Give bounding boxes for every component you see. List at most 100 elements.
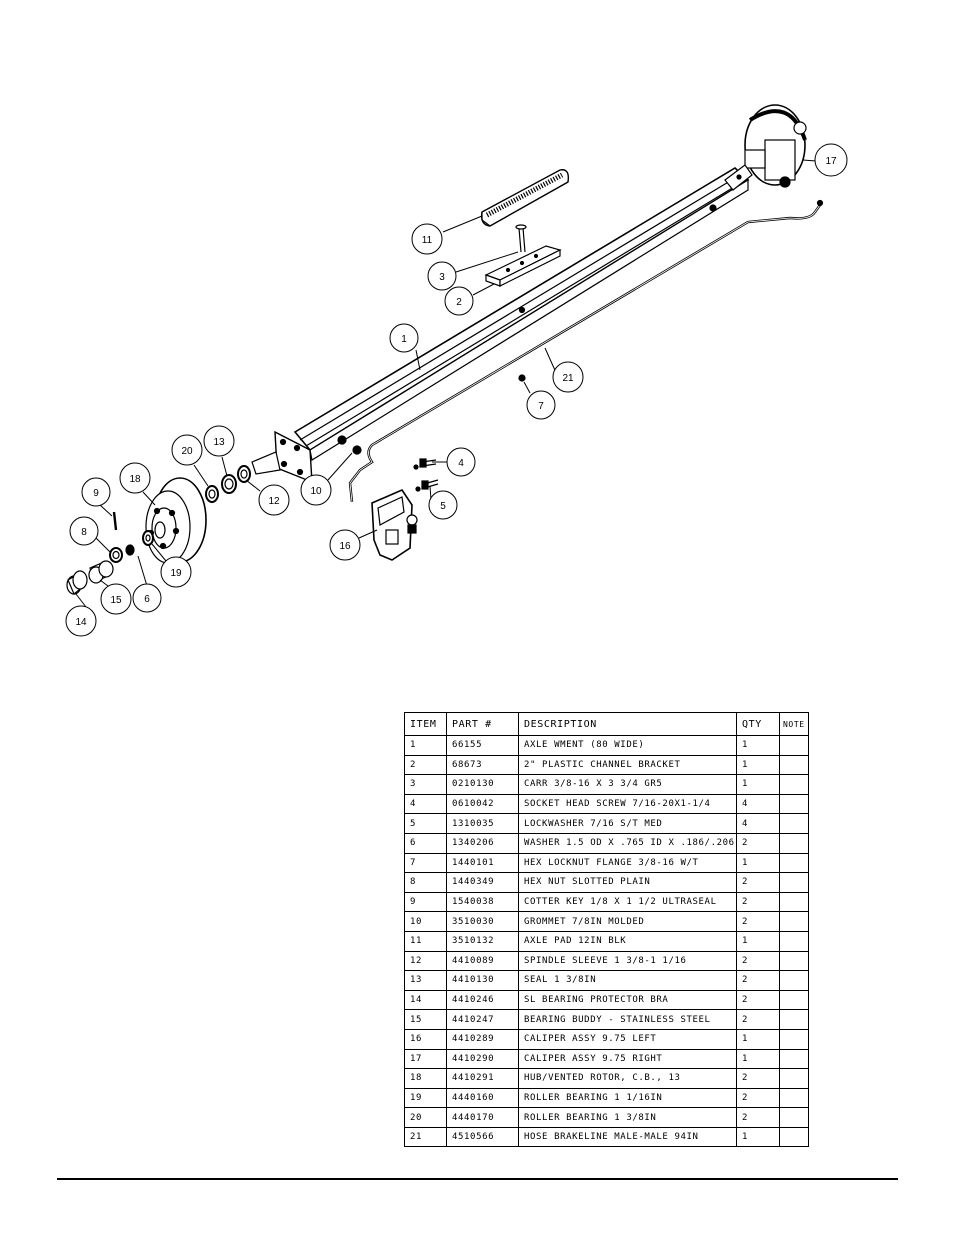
cell-item: 4 (404, 793, 447, 815)
cell-item: 21 (404, 1126, 447, 1148)
cell-part-number: 1310035 (446, 813, 519, 834)
carriage-bolt (515, 224, 527, 253)
cell-item: 13 (404, 970, 447, 991)
svg-text:12: 12 (268, 496, 280, 507)
cell-description: COTTER KEY 1/8 X 1 1/2 ULTRASEAL (518, 891, 737, 913)
cell-part-number: 0610042 (446, 793, 519, 815)
callout-9: 9 (81, 477, 111, 507)
cell-part-number: 1540038 (446, 891, 519, 913)
cell-description: SL BEARING PROTECTOR BRA (518, 989, 737, 1011)
cell-qty: 1 (736, 774, 780, 795)
callout-10: 10 (300, 474, 332, 506)
cell-item: 8 (404, 872, 447, 893)
cell-description: WASHER 1.5 OD X .765 ID X .186/.206 (518, 832, 737, 854)
channel-bracket (484, 245, 562, 287)
cell-description: GROMMET 7/8IN MOLDED (518, 911, 737, 932)
cell-part-number: 3510030 (446, 911, 519, 932)
callout-4: 4 (446, 447, 476, 477)
cell-description: ROLLER BEARING 1 1/16IN (518, 1087, 737, 1109)
cell-description: HEX NUT SLOTTED PLAIN (518, 872, 737, 893)
cell-note (779, 950, 809, 972)
callout-11: 11 (411, 223, 443, 255)
cell-qty: 4 (736, 813, 780, 834)
svg-text:4: 4 (458, 458, 464, 469)
cell-description: 2" PLASTIC CHANNEL BRACKET (518, 754, 737, 776)
cell-item: 14 (404, 989, 447, 1011)
svg-text:5: 5 (440, 501, 446, 512)
callout-5: 5 (428, 490, 458, 520)
svg-text:10: 10 (310, 486, 322, 497)
cell-description: ROLLER BEARING 1 3/8IN (518, 1107, 737, 1128)
left-caliper-assembly (371, 489, 418, 561)
cell-qty: 4 (736, 793, 780, 815)
svg-text:8: 8 (81, 527, 87, 538)
locknut-part (518, 374, 526, 382)
svg-text:2: 2 (456, 297, 462, 308)
left-spindle-flange (251, 430, 313, 484)
leader-lines (75, 159, 817, 608)
cell-description: BEARING BUDDY - STAINLESS STEEL (518, 1009, 737, 1030)
cell-qty: 2 (736, 1068, 780, 1089)
cell-note (779, 852, 809, 874)
cell-item: 7 (404, 852, 447, 874)
cell-description: HOSE BRAKELINE MALE-MALE 94IN (518, 1126, 737, 1148)
svg-text:15: 15 (110, 595, 122, 606)
cell-part-number: 4410289 (446, 1028, 519, 1050)
cell-note (779, 989, 809, 1011)
cell-note (779, 754, 809, 776)
cell-description: LOCKWASHER 7/16 S/T MED (518, 813, 737, 834)
cell-description: SEAL 1 3/8IN (518, 970, 737, 991)
cell-note (779, 1068, 809, 1089)
cell-item: 17 (404, 1048, 447, 1070)
header-item: ITEM (404, 712, 447, 736)
callout-3: 3 (427, 261, 457, 291)
cell-part-number: 4510566 (446, 1126, 519, 1148)
cell-item: 12 (404, 950, 447, 972)
svg-text:20: 20 (181, 446, 193, 457)
header-part-number: PART # (446, 712, 519, 736)
axle-pad (480, 169, 570, 227)
right-caliper-assembly (724, 104, 807, 191)
cell-item: 9 (404, 891, 447, 913)
cell-qty: 1 (736, 754, 780, 776)
callout-18: 18 (119, 462, 151, 494)
callout-8: 8 (69, 516, 99, 546)
cell-part-number: 4410130 (446, 970, 519, 991)
cell-qty: 1 (736, 930, 780, 952)
cell-description: HUB/VENTED ROTOR, C.B., 13 (518, 1068, 737, 1089)
cell-qty: 2 (736, 1009, 780, 1030)
cell-item: 6 (404, 832, 447, 854)
cell-part-number: 4440160 (446, 1087, 519, 1109)
cell-item: 2 (404, 754, 447, 776)
cell-description: AXLE PAD 12IN BLK (518, 930, 737, 952)
cell-note (779, 911, 809, 932)
cell-part-number: 1440349 (446, 872, 519, 893)
callout-12: 12 (258, 484, 290, 516)
cell-qty: 1 (736, 1028, 780, 1050)
callout-13: 13 (203, 425, 235, 457)
cell-item: 15 (404, 1009, 447, 1030)
cell-item: 19 (404, 1087, 447, 1109)
svg-text:11: 11 (422, 235, 433, 246)
cell-qty: 2 (736, 1107, 780, 1128)
cell-qty: 2 (736, 872, 780, 893)
exploded-axle-diagram: 1 2 3 4 5 6 7 8 9 10 11 12 13 14 15 16 1… (65, 104, 848, 637)
cell-part-number: 4410246 (446, 989, 519, 1011)
callout-19: 19 (160, 556, 192, 588)
callout-20: 20 (171, 434, 203, 466)
cell-part-number: 4410247 (446, 1009, 519, 1030)
cell-qty: 2 (736, 989, 780, 1011)
cell-item: 10 (404, 911, 447, 932)
brake-line-hose (348, 199, 824, 503)
